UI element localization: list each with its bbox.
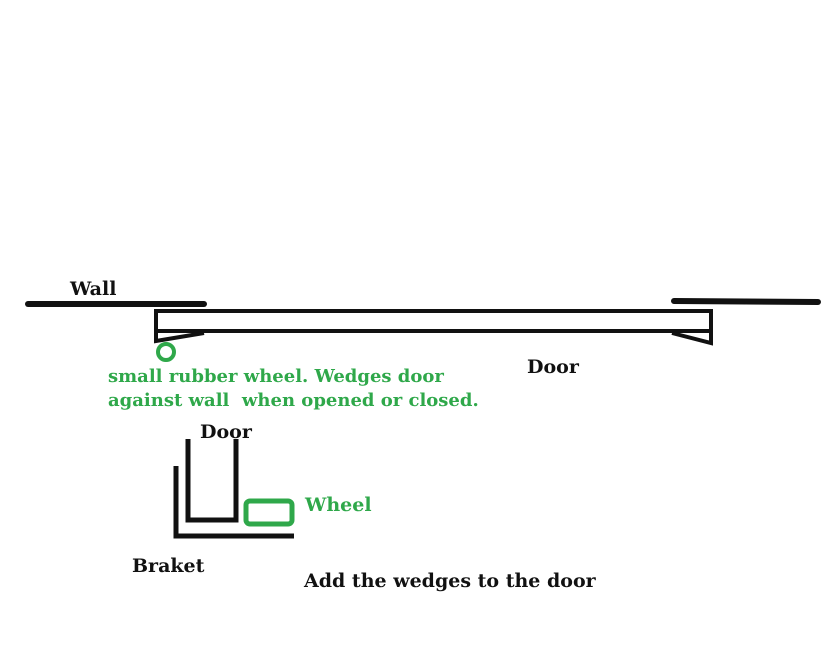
wheel-note-line-2: against wall when opened or closed.	[108, 390, 479, 411]
wheel-detail-rect	[243, 498, 295, 527]
rubber-wheel-circle	[156, 342, 176, 362]
wall-label: Wall	[70, 278, 117, 300]
wall-right	[671, 298, 821, 305]
door-detail-outline	[185, 439, 239, 523]
bracket-label: Braket	[132, 555, 205, 577]
door-slab	[154, 309, 713, 333]
bracket-outline	[173, 466, 294, 539]
wheel-note-line-1: small rubber wheel. Wedges door	[108, 366, 444, 387]
instruction-text: Add the wedges to the door	[304, 570, 596, 592]
wedge-right	[671, 331, 713, 346]
wheel-note: small rubber wheel. Wedges door against …	[108, 365, 479, 413]
door-detail-label: Door	[200, 421, 252, 443]
door-label: Door	[527, 356, 579, 378]
wedge-left	[154, 331, 205, 344]
wheel-label: Wheel	[305, 494, 372, 516]
